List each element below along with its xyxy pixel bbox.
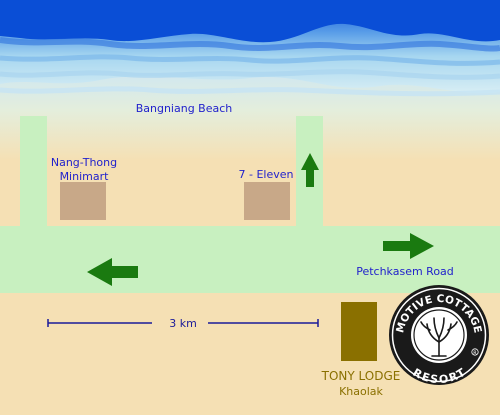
minimart-label-line2: Minimart xyxy=(60,170,110,183)
petchkasem-road xyxy=(0,226,500,293)
tree-icon xyxy=(420,317,458,357)
tony-lodge-label: TONY LODGE xyxy=(321,369,401,383)
trademark-letter: R xyxy=(473,351,477,357)
scale-label: 3 km xyxy=(169,317,197,330)
resort-logo: MOTIVE COTTAGE RESORT R xyxy=(389,285,489,386)
minimart-building xyxy=(60,182,106,220)
tony-lodge-building xyxy=(341,302,377,361)
logo-text-bottom: RESORT xyxy=(411,366,468,387)
side-road-left xyxy=(20,116,47,228)
trademark-mark xyxy=(471,348,479,356)
left-arrow-icon xyxy=(87,258,138,286)
up-arrow-icon xyxy=(301,153,319,187)
right-arrow-icon xyxy=(383,233,434,259)
scale-bar xyxy=(47,319,319,327)
khaolak-label: Khaolak xyxy=(339,385,383,398)
seven-eleven-label: 7 - Eleven xyxy=(239,168,294,181)
seven-eleven-building xyxy=(244,182,290,220)
beach-label: Bangniang Beach xyxy=(136,102,233,115)
sea xyxy=(0,0,500,97)
minimart-label-line1: Nang-Thong xyxy=(51,156,117,169)
road-label: Petchkasem Road xyxy=(356,265,454,278)
